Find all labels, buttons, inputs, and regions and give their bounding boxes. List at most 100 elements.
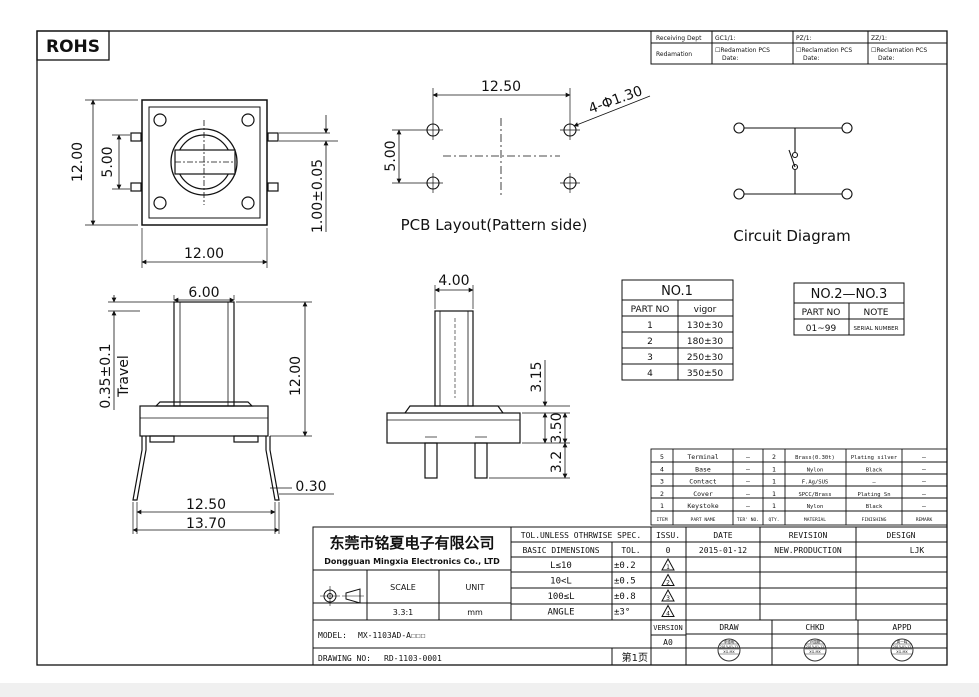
zz-line1: ☐Reclamation PCS [871,47,927,54]
rohs-label: ROHS [46,37,100,57]
revision-triangle-label: 3 [666,595,670,602]
projection-symbol-icon [320,586,364,606]
stamp-code: XG-MX [809,650,821,654]
bom-cell: — [922,478,926,486]
no2-header-note: NOTE [863,308,888,318]
pcb-dim-5-00: 5.00 [383,140,399,171]
appd-label: APPD [892,623,911,632]
chkd-label: CHKD [805,623,824,632]
revision-triangle-icon [661,557,675,571]
zz-line2: Date: [878,55,894,62]
side-dim-12-50: 12.50 [186,497,226,513]
bom-cell: Base [695,465,711,473]
design-label: DESIGN [887,531,916,540]
bom-header-cell: REMARK [916,517,933,523]
stamp-date: 2015-01-12 [720,645,739,649]
no1-header-vigor: vigor [694,305,717,315]
page-label: 第1页 [622,651,648,664]
bom-header-cell: FINISHING [862,517,887,523]
bom-header-cell: TER' NO. [737,517,759,523]
page-bottom-band [0,683,979,697]
bom-cell: 1 [772,478,776,486]
version-label: VERSION [653,624,683,632]
drawing-label: DRAWING NO: [318,654,371,663]
front-dim-3-2: 3.2 [549,451,565,473]
receiving-dept-table: Receiving Dept Redamation GC1/1: ☐Redama… [650,30,948,65]
bom-cell: Black [866,504,883,510]
no2-row-note: SERIAL NUMBER [854,326,899,332]
no1-title: NO.1 [661,284,693,299]
bom-cell: — [746,490,750,498]
zz-header: ZZ/1: [871,35,887,42]
bom-cell: F.Ag/SUS [802,480,829,486]
stamp-date: 2015-01-12 [806,645,825,649]
bom-cell: — [922,465,926,473]
gc-header: GC1/1: [715,35,736,42]
stamp-name: 周一鸣 [897,639,908,644]
bom-cell: Plating Sn [857,492,890,498]
date-value: 2015-01-12 [699,546,747,555]
title-block [312,526,948,666]
draw-label: DRAW [719,623,738,632]
pz-line2: Date: [803,55,819,62]
bom-cell: 1 [772,490,776,498]
no1-row-part: 4 [647,369,653,379]
no2-table [793,282,905,336]
top-dim-1-00: 1.00±0.05 [310,159,326,233]
version-value: A0 [663,638,673,647]
front-dim-3-50: 3.50 [549,412,565,443]
unit-value: mm [467,608,483,617]
bom-table [650,448,948,526]
bom-cell: SPCC/Brass [798,492,831,498]
no1-row-vigor: 130±30 [687,321,723,331]
issu-value: 0 [666,546,671,555]
tol-value: ±0.8 [614,592,636,602]
front-dim-4-00: 4.00 [438,273,469,289]
basic-dims-label: BASIC DIMENSIONS [522,546,599,555]
no1-row-vigor: 180±30 [687,337,723,347]
no2-header-part: PART NO [802,308,841,318]
side-dim-12-00: 12.00 [288,356,304,396]
bom-cell: 2 [660,490,664,498]
bom-cell: Cover [693,490,713,498]
issu-label: ISSU. [656,531,680,540]
bom-cell: — [922,453,926,461]
bom-cell: 1 [772,465,776,473]
no1-row-vigor: 350±50 [687,369,723,379]
revision-triangle-icon [661,573,675,586]
revision-value: NEW.PRODUCTION [774,546,842,555]
no2-title: NO.2—NO.3 [811,287,888,302]
pcb-dim-12-50: 12.50 [481,79,521,95]
no2-row-part: 01~99 [806,324,837,334]
tol-value: ±0.5 [614,577,636,587]
revision-triangle-icon [661,588,675,602]
company-name-en: Dongguan Mingxia Electronics Co., LTD [324,557,500,566]
side-dim-13-70: 13.70 [186,516,226,532]
bom-cell: — [922,502,926,510]
pcb-layout [392,88,651,195]
bom-cell: Brass(0.30t) [795,455,835,461]
scale-label: SCALE [390,583,416,592]
stamp-code: XG-MX [723,650,735,654]
bom-cell: Black [866,467,883,473]
revision-triangle-icon [661,604,675,617]
tol-range: 10<L [550,577,572,587]
bom-header-cell: ITEM [656,517,667,523]
no1-row-vigor: 250±30 [687,353,723,363]
top-dim-12-00-bottom: 12.00 [184,246,224,262]
front-dim-3-15: 3.15 [529,361,545,392]
no1-row-part: 3 [647,353,653,363]
bom-cell: Nylon [807,467,824,473]
side-dim-travel: 0.35±0.1 [98,343,114,408]
tol-range: ANGLE [547,608,574,618]
company-name-cn: 东莞市铭夏电子有限公司 [329,534,494,552]
unit-label: UNIT [465,583,484,592]
date-label: DATE [713,531,732,540]
bom-cell: — [922,490,926,498]
bom-cell: Terminal [687,453,718,461]
gc-line1: ☐Redamation PCS [715,47,770,54]
stamp-name: 卢国刚 [810,639,821,644]
revision-triangle-label: 2 [666,580,670,587]
redamation-label: Redamation [656,51,692,58]
